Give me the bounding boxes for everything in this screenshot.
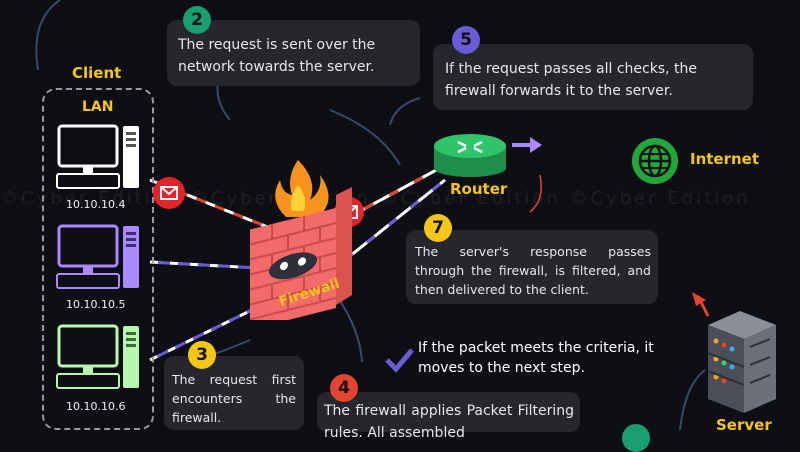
client-title: Client xyxy=(72,64,122,82)
connection-lines xyxy=(35,0,710,430)
diagram-stage: ©Cyber Edition ©Cyber Edition ©Cyber Edi… xyxy=(0,0,780,452)
computer-icon xyxy=(56,124,139,189)
host-computer-2 xyxy=(55,222,145,292)
host-computer-3 xyxy=(55,322,145,392)
firewall-icon xyxy=(248,155,358,330)
internet-label: Internet xyxy=(690,150,760,168)
step-2-badge: 2 xyxy=(183,6,211,34)
step-5-text: If the request passes all checks, the fi… xyxy=(445,61,697,99)
step-4-text: The firewall applies Packet Filtering ru… xyxy=(324,403,574,441)
step-3-text: The request first encounters the firewal… xyxy=(172,372,296,425)
step-4-badge: 4 xyxy=(330,374,358,402)
step-2-text: The request is sent over the network tow… xyxy=(178,37,376,75)
step-5-card: If the request passes all checks, the fi… xyxy=(433,44,753,110)
host-ip-1: 10.10.10.4 xyxy=(66,198,126,211)
router-label: Router xyxy=(450,180,508,198)
step-3-card: The request first encounters the firewal… xyxy=(164,356,304,430)
globe-icon xyxy=(630,136,680,186)
step-6-badge-partial xyxy=(622,424,650,452)
server-label: Server xyxy=(716,416,772,434)
host-ip-3: 10.10.10.6 xyxy=(66,400,126,413)
step-2-card: The request is sent over the network tow… xyxy=(167,20,420,86)
router-icon xyxy=(430,130,510,178)
step-7-text: The server's response passes through the… xyxy=(415,244,651,297)
step-7-badge: 7 xyxy=(424,214,452,242)
computer-icon xyxy=(56,224,139,289)
host-computer-1 xyxy=(55,122,145,192)
lan-group xyxy=(42,88,154,430)
mail-icon xyxy=(153,177,185,209)
host-ip-2: 10.10.10.5 xyxy=(66,298,126,311)
computer-icon xyxy=(56,324,139,389)
step-3-badge: 3 xyxy=(188,341,216,369)
step-5-badge: 5 xyxy=(452,26,480,54)
server-icon xyxy=(700,305,780,415)
step-7-card: The server's response passes through the… xyxy=(406,230,658,304)
check-note: If the packet meets the criteria, it mov… xyxy=(418,340,654,376)
lan-label: LAN xyxy=(82,99,114,115)
step-4-card: The firewall applies Packet Filtering ru… xyxy=(317,392,580,441)
checkmark-icon xyxy=(384,344,414,374)
